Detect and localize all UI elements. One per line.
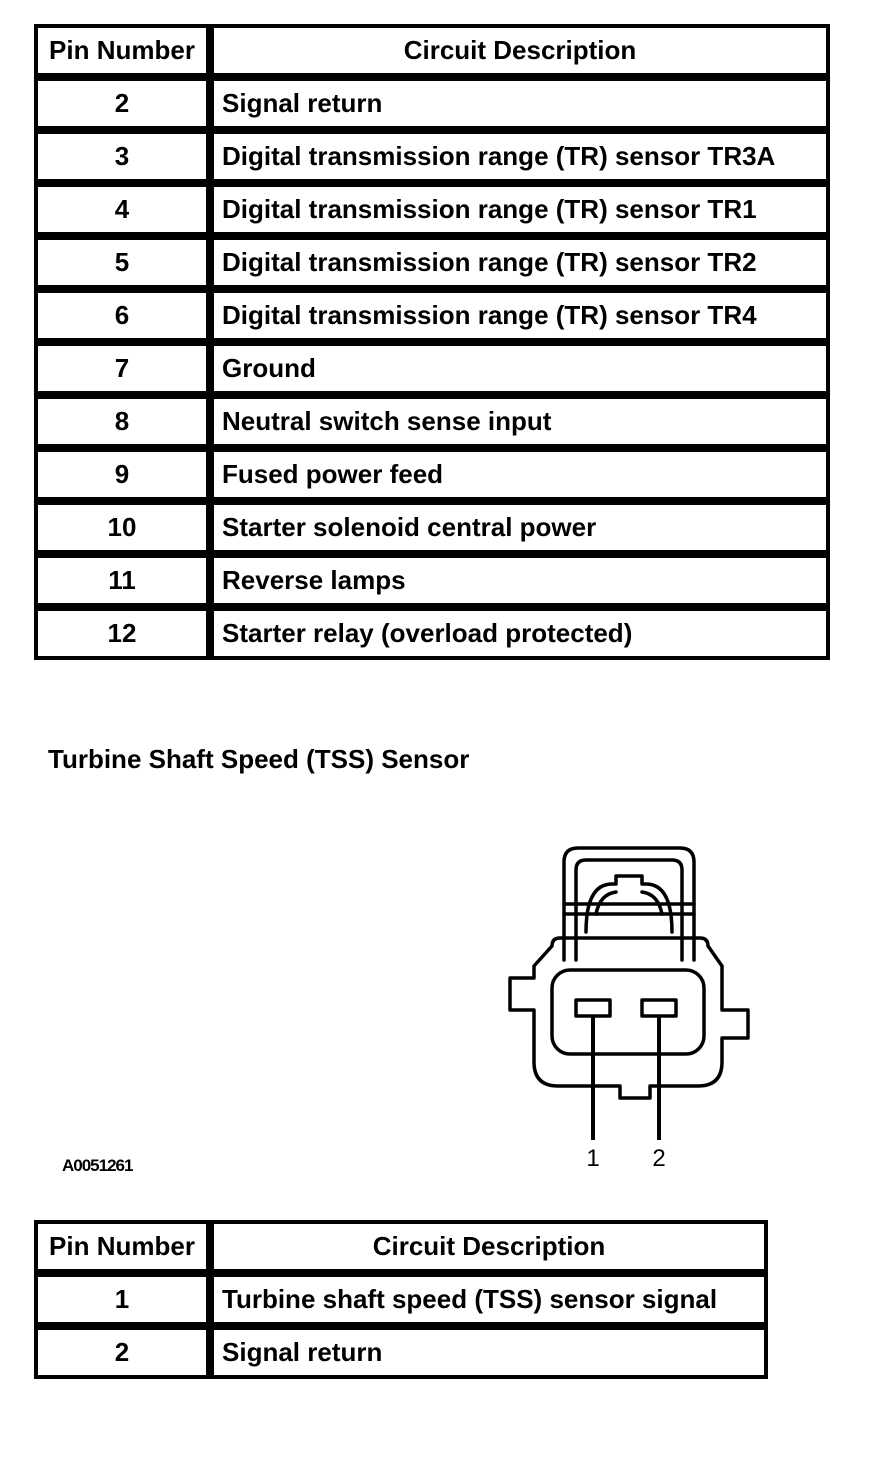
column-header-pin-number: Pin Number bbox=[34, 1220, 210, 1273]
column-header-circuit-description: Circuit Description bbox=[210, 1220, 768, 1273]
pin-number-cell: 5 bbox=[34, 236, 210, 289]
connector-latch-outline bbox=[562, 846, 696, 962]
pin-1-label: 1 bbox=[586, 1145, 599, 1172]
table-header-row: Pin Number Circuit Description bbox=[34, 1220, 768, 1273]
tss-sensor-pin-table: Pin Number Circuit Description 1 Turbine… bbox=[34, 1220, 768, 1379]
circuit-description-cell: Signal return bbox=[210, 77, 830, 130]
connector-body-outline bbox=[508, 936, 750, 1100]
pin-number-cell: 7 bbox=[34, 342, 210, 395]
column-header-circuit-description: Circuit Description bbox=[210, 24, 830, 77]
pin-2-label: 2 bbox=[652, 1145, 665, 1172]
pin-number-cell: 8 bbox=[34, 395, 210, 448]
circuit-description-cell: Starter solenoid central power bbox=[210, 501, 830, 554]
circuit-description-cell: Digital transmission range (TR) sensor T… bbox=[210, 183, 830, 236]
pin-number-cell: 12 bbox=[34, 607, 210, 660]
pin-number-cell: 9 bbox=[34, 448, 210, 501]
figure-id: A0051261 bbox=[62, 1156, 133, 1175]
table-row: 2 Signal return bbox=[34, 1326, 768, 1379]
circuit-description-cell: Digital transmission range (TR) sensor T… bbox=[210, 289, 830, 342]
table-row: 10 Starter solenoid central power bbox=[34, 501, 830, 554]
table-row: 7 Ground bbox=[34, 342, 830, 395]
circuit-description-cell: Turbine shaft speed (TSS) sensor signal bbox=[210, 1273, 768, 1326]
table-row: 5 Digital transmission range (TR) sensor… bbox=[34, 236, 830, 289]
section-title: Turbine Shaft Speed (TSS) Sensor bbox=[48, 744, 470, 774]
table-row: 6 Digital transmission range (TR) sensor… bbox=[34, 289, 830, 342]
circuit-description-cell: Digital transmission range (TR) sensor T… bbox=[210, 130, 830, 183]
circuit-description-cell: Neutral switch sense input bbox=[210, 395, 830, 448]
table-row: 12 Starter relay (overload protected) bbox=[34, 607, 830, 660]
table-row: 9 Fused power feed bbox=[34, 448, 830, 501]
two-pin-connector-icon: 1 2 bbox=[508, 846, 750, 1172]
pin-number-cell: 11 bbox=[34, 554, 210, 607]
pin-number-cell: 1 bbox=[34, 1273, 210, 1326]
pin-number-cell: 4 bbox=[34, 183, 210, 236]
column-header-pin-number: Pin Number bbox=[34, 24, 210, 77]
circuit-description-cell: Fused power feed bbox=[210, 448, 830, 501]
pin-number-cell: 6 bbox=[34, 289, 210, 342]
table-row: 8 Neutral switch sense input bbox=[34, 395, 830, 448]
circuit-description-cell: Signal return bbox=[210, 1326, 768, 1379]
pin-number-cell: 10 bbox=[34, 501, 210, 554]
table-row: 1 Turbine shaft speed (TSS) sensor signa… bbox=[34, 1273, 768, 1326]
connector-latch-tab bbox=[584, 874, 674, 934]
circuit-description-cell: Ground bbox=[210, 342, 830, 395]
tr-sensor-pin-table: Pin Number Circuit Description 2 Signal … bbox=[34, 24, 830, 660]
pin-number-cell: 2 bbox=[34, 1326, 210, 1379]
connector-cavity bbox=[550, 968, 706, 1056]
table-row: 4 Digital transmission range (TR) sensor… bbox=[34, 183, 830, 236]
connector-latch-inner bbox=[574, 858, 684, 962]
pin-number-cell: 3 bbox=[34, 130, 210, 183]
pin-1-terminal bbox=[574, 998, 612, 1018]
circuit-description-cell: Digital transmission range (TR) sensor T… bbox=[210, 236, 830, 289]
circuit-description-cell: Reverse lamps bbox=[210, 554, 830, 607]
pin-number-cell: 2 bbox=[34, 77, 210, 130]
pin-2-terminal bbox=[640, 998, 678, 1018]
table-row: 3 Digital transmission range (TR) sensor… bbox=[34, 130, 830, 183]
table-row: 2 Signal return bbox=[34, 77, 830, 130]
table-row: 11 Reverse lamps bbox=[34, 554, 830, 607]
table-header-row: Pin Number Circuit Description bbox=[34, 24, 830, 77]
circuit-description-cell: Starter relay (overload protected) bbox=[210, 607, 830, 660]
